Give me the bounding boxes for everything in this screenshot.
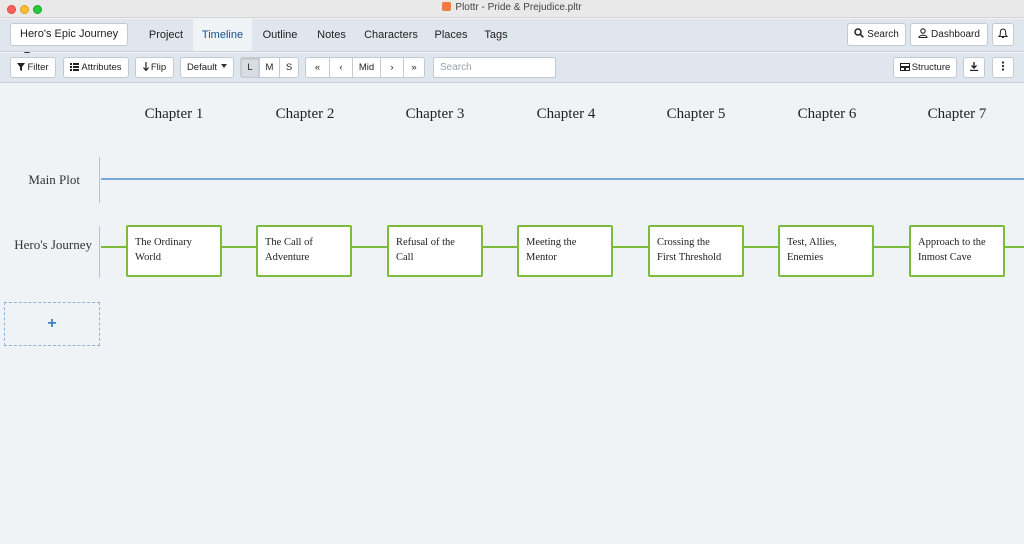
- card-title-line: Call: [396, 252, 414, 263]
- dashboard-button-label: Dashboard: [931, 29, 980, 40]
- scene-card[interactable]: Refusal of the Call: [387, 225, 483, 277]
- size-small-button[interactable]: S: [279, 57, 299, 78]
- card-title-line: Meeting the: [526, 237, 577, 248]
- maximize-window-button[interactable]: [33, 5, 42, 14]
- layout-preset-label: Default: [186, 62, 218, 73]
- chapter-heading[interactable]: Chapter 2: [275, 106, 335, 122]
- plotline-label-heros-journey[interactable]: Hero's Journey: [0, 235, 92, 254]
- filter-button-label: Filter: [27, 62, 49, 73]
- tab-notes[interactable]: Notes: [317, 29, 346, 41]
- layout-preset-dropdown[interactable]: Default: [180, 57, 234, 78]
- row-divider: [99, 157, 100, 203]
- card-title-line: Mentor: [526, 252, 557, 263]
- caret-down-icon: [221, 64, 228, 68]
- chapter-heading[interactable]: Chapter 5: [666, 106, 726, 122]
- scroll-next-button[interactable]: ›: [380, 57, 404, 78]
- chapter-heading[interactable]: Chapter 1: [144, 106, 204, 122]
- search-icon: [854, 28, 865, 38]
- filter-icon: [17, 63, 26, 71]
- arrow-down-icon: [142, 62, 149, 72]
- card-title-line: The Ordinary: [135, 237, 192, 248]
- card-title-line: Inmost Cave: [918, 252, 972, 263]
- structure-button[interactable]: Structure: [893, 57, 957, 78]
- attributes-button[interactable]: Attributes: [63, 57, 129, 78]
- plus-icon: +: [47, 315, 57, 332]
- search-button[interactable]: Search: [847, 23, 906, 46]
- series-selector-label: Hero's Epic Journey: [20, 28, 119, 40]
- main-plot-line: [101, 178, 1024, 180]
- dashboard-button[interactable]: Dashboard: [910, 23, 988, 46]
- user-icon: [918, 28, 928, 39]
- chapter-heading[interactable]: Chapter 7: [927, 106, 987, 122]
- nav-bar: Hero's Epic Journey Project Timeline Out…: [0, 19, 1024, 56]
- tab-timeline[interactable]: Timeline: [193, 19, 252, 51]
- scene-card[interactable]: The Call of Adventure: [256, 225, 352, 277]
- attributes-button-label: Attributes: [81, 62, 122, 73]
- card-title-line: Crossing the: [657, 237, 710, 248]
- close-window-button[interactable]: [7, 5, 16, 14]
- structure-icon: [899, 63, 910, 71]
- filter-button[interactable]: Filter: [10, 57, 56, 78]
- size-medium-button[interactable]: M: [259, 57, 280, 78]
- bell-icon: [997, 28, 1009, 38]
- search-button-label: Search: [867, 29, 899, 40]
- scene-card[interactable]: Test, Allies, Enemies: [778, 225, 874, 277]
- plotline-label-main-plot[interactable]: Main Plot: [28, 172, 80, 187]
- card-title-line: Enemies: [787, 252, 824, 263]
- scene-card[interactable]: Meeting the Mentor: [517, 225, 613, 277]
- card-title-line: Adventure: [265, 252, 310, 263]
- size-large-button[interactable]: L: [240, 57, 260, 78]
- row-divider: [99, 226, 100, 278]
- scroll-first-button[interactable]: «: [305, 57, 330, 78]
- flip-button-label: Flip: [150, 62, 167, 73]
- export-icon: [970, 62, 978, 72]
- card-title-line: Test, Allies,: [787, 237, 837, 248]
- export-button[interactable]: [963, 57, 985, 78]
- chapter-heading[interactable]: Chapter 4: [536, 106, 596, 122]
- list-icon: [70, 63, 80, 71]
- plottr-app-icon: [442, 2, 452, 11]
- chapter-heading[interactable]: Chapter 6: [797, 106, 857, 122]
- more-options-button[interactable]: [992, 57, 1014, 78]
- flip-button[interactable]: Flip: [135, 57, 174, 78]
- plotline-label-text: Hero's Journey: [14, 237, 92, 252]
- timeline-toolbar: Filter Attributes Flip Default L M S « ‹…: [0, 53, 1024, 83]
- tab-project[interactable]: Project: [148, 29, 184, 41]
- scroll-last-button[interactable]: »: [403, 57, 425, 78]
- card-title-line: Refusal of the: [396, 237, 455, 248]
- chapter-heading[interactable]: Chapter 3: [405, 106, 465, 122]
- structure-button-label: Structure: [911, 62, 951, 73]
- scene-card[interactable]: Approach to the Inmost Cave: [909, 225, 1005, 277]
- window-title: Plottr - Pride & Prejudice.pltr: [0, 2, 1024, 13]
- tab-tags[interactable]: Tags: [484, 29, 508, 41]
- tab-outline[interactable]: Outline: [262, 29, 298, 41]
- scroll-prev-button[interactable]: ‹: [329, 57, 353, 78]
- card-title-line: Approach to the: [918, 237, 986, 248]
- card-title-line: World: [135, 252, 161, 263]
- timeline-search-input[interactable]: [433, 57, 556, 78]
- tab-characters[interactable]: Characters: [364, 29, 418, 41]
- scene-card[interactable]: Crossing the First Threshold: [648, 225, 744, 277]
- scene-card[interactable]: The Ordinary World: [126, 225, 222, 277]
- title-bar: Plottr - Pride & Prejudice.pltr: [0, 0, 1024, 18]
- card-title-line: The Call of: [265, 237, 313, 248]
- scroll-mid-button[interactable]: Mid: [352, 57, 381, 78]
- more-vertical-icon: [1001, 61, 1005, 71]
- window-title-text: Plottr - Pride & Prejudice.pltr: [455, 2, 582, 13]
- tab-places[interactable]: Places: [434, 29, 468, 41]
- series-selector[interactable]: Hero's Epic Journey: [10, 23, 128, 56]
- notifications-button[interactable]: [992, 23, 1014, 46]
- card-title-line: First Threshold: [657, 252, 722, 263]
- minimize-window-button[interactable]: [20, 5, 29, 14]
- add-plotline-button[interactable]: +: [4, 302, 100, 346]
